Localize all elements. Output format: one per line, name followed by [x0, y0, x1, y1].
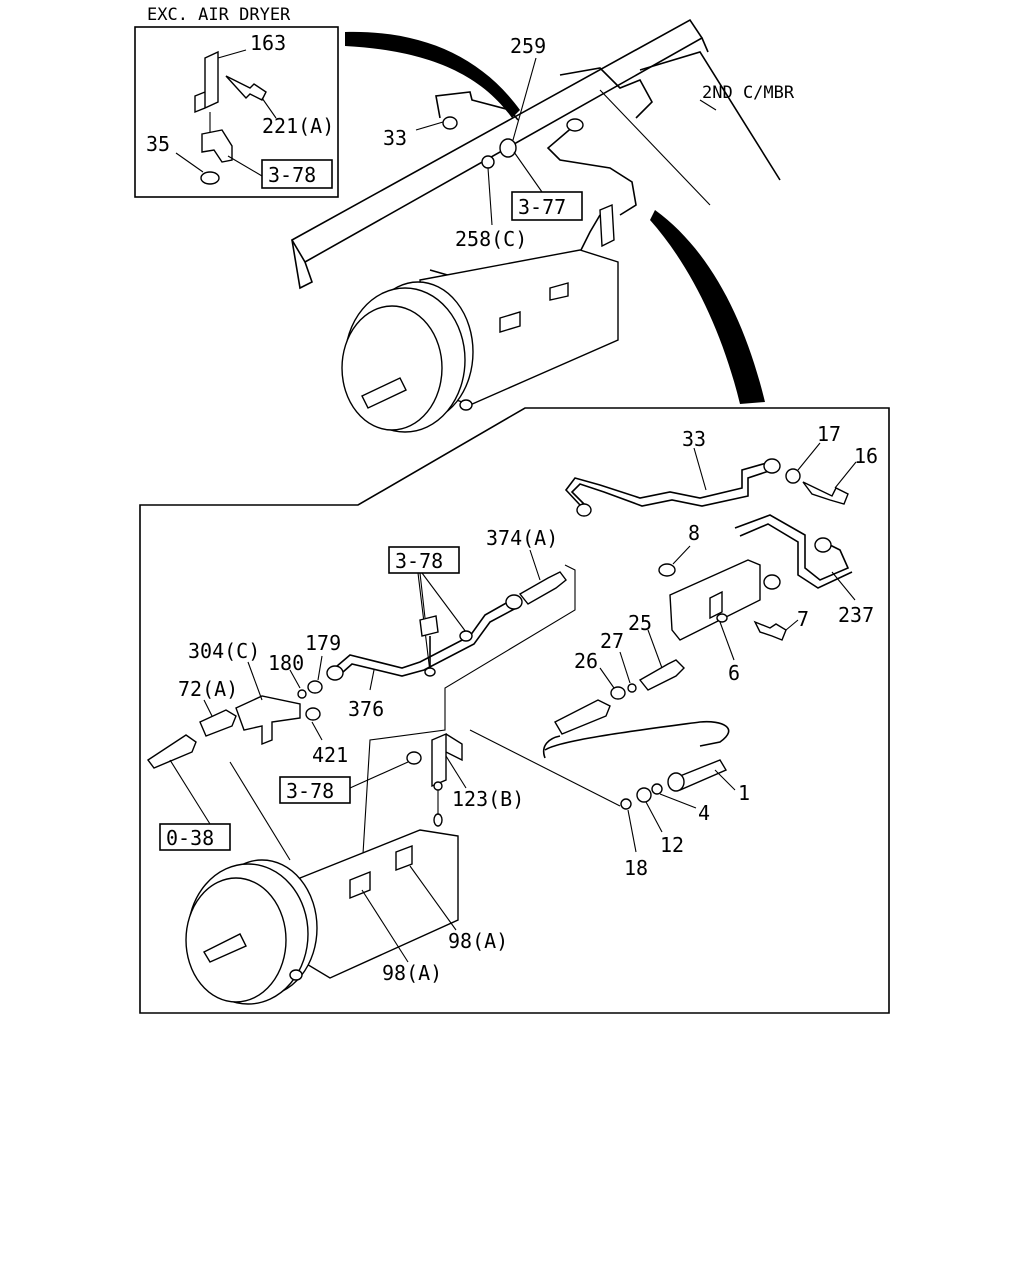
- bracket-98a-left-drawing: [349, 870, 371, 900]
- label-8: 8: [688, 521, 700, 545]
- nut-17-drawing: [785, 468, 801, 484]
- ref-0-38: [159, 823, 231, 851]
- detail-pointer-arrow: [650, 210, 765, 404]
- bracket-163-drawing: [194, 50, 219, 114]
- bracket-123b-drawing: [431, 732, 463, 788]
- label-16: 16: [854, 444, 878, 468]
- fitting-374a-drawing: [518, 571, 567, 605]
- label-98a-right: 98(A): [448, 929, 508, 953]
- frame-rail-upper: [290, 18, 704, 264]
- detail-frame: [139, 407, 890, 1014]
- label-304c: 304(C): [188, 639, 260, 663]
- detail-view: 33 17 16 237 8 6 7 25 27: [146, 422, 878, 1005]
- label-179: 179: [305, 631, 341, 655]
- label-12: 12: [660, 833, 684, 857]
- label-4: 4: [698, 801, 710, 825]
- tube-33-top: [435, 91, 519, 121]
- label-33-detail: 33: [682, 427, 706, 451]
- ref-3-78-inset-text: 3-78: [268, 163, 316, 187]
- inset-title: EXC. AIR DRYER: [147, 5, 291, 25]
- label-18: 18: [624, 856, 648, 880]
- hose-0-38-drawing: [146, 734, 197, 769]
- push-rod-detail: [203, 933, 247, 963]
- ref-3-77: [511, 191, 583, 221]
- label-123b: 123(B): [452, 787, 524, 811]
- label-35: 35: [146, 132, 170, 156]
- ref-3-78-top-text: 3-78: [395, 549, 443, 573]
- spring-chamber-box-detail: [299, 829, 459, 979]
- nut-26-drawing: [610, 686, 626, 700]
- label-374a: 374(A): [486, 526, 558, 550]
- inset-exc-air-dryer: EXC. AIR DRYER 163 221(A) 35 3-78: [134, 5, 339, 198]
- hose-end-drawing: [554, 699, 611, 735]
- nut-421-drawing: [305, 707, 321, 721]
- bracket-98a-right-drawing: [395, 844, 413, 872]
- label-2nd-cmbr: 2ND C/MBR: [702, 83, 795, 103]
- washer-180-drawing: [297, 689, 307, 699]
- inset-pointer-arrow: [345, 31, 520, 119]
- label-237: 237: [838, 603, 874, 627]
- washer-18-drawing: [620, 798, 632, 810]
- label-421: 421: [312, 743, 348, 767]
- cross-member: [639, 51, 781, 181]
- label-259: 259: [510, 34, 546, 58]
- bracket-304c-drawing: [235, 695, 301, 746]
- tube-237: [734, 514, 850, 581]
- label-27: 27: [600, 629, 624, 653]
- label-98a-left: 98(A): [382, 961, 442, 985]
- label-6: 6: [728, 661, 740, 685]
- tube-33-detail: [564, 461, 771, 506]
- fitting-25-drawing: [638, 659, 685, 691]
- nut-179-drawing: [307, 680, 323, 694]
- label-26: 26: [574, 649, 598, 673]
- label-163: 163: [250, 31, 286, 55]
- bolt-clip-drawing: [419, 615, 439, 637]
- bolt-7-drawing: [753, 620, 787, 641]
- tube-flex: [546, 124, 637, 216]
- fitting-16-drawing: [802, 481, 849, 505]
- bolt-221a-drawing: [225, 75, 267, 101]
- fitting-72a-drawing: [199, 709, 237, 737]
- ref-3-78-top: [388, 546, 460, 574]
- label-7: 7: [797, 607, 809, 631]
- washer-27-drawing: [627, 683, 637, 693]
- washer-4-drawing: [651, 783, 663, 795]
- label-33-top: 33: [383, 126, 407, 150]
- label-72a: 72(A): [178, 677, 238, 701]
- label-180: 180: [268, 651, 304, 675]
- nut-8-drawing: [658, 563, 676, 577]
- tube-376: [329, 597, 516, 673]
- push-rod-top: [361, 377, 407, 409]
- clamp-drawing: [201, 129, 233, 163]
- nut-35-drawing: [200, 171, 220, 185]
- top-view: 2ND C/MBR 33 259 258(C) 3-77: [290, 18, 795, 433]
- hose-drawing: [544, 720, 730, 751]
- label-17: 17: [817, 422, 841, 446]
- label-221a: 221(A): [262, 114, 334, 138]
- ref-0-38-text: 0-38: [166, 826, 214, 850]
- ref-3-78-mid-text: 3-78: [286, 779, 334, 803]
- label-258c: 258(C): [455, 227, 527, 251]
- nut-12-drawing: [636, 787, 652, 803]
- ref-3-78-inset: [261, 159, 333, 189]
- ref-3-78-mid: [279, 776, 351, 804]
- label-376: 376: [348, 697, 384, 721]
- label-1: 1: [738, 781, 750, 805]
- label-25: 25: [628, 611, 652, 635]
- ref-3-77-text: 3-77: [518, 195, 566, 219]
